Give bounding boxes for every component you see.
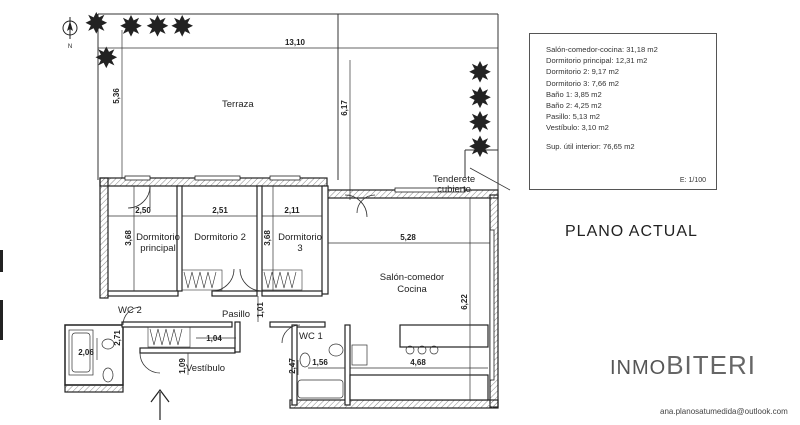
entrance-arrow-icon [150, 389, 170, 420]
brand-part-1: INMO [610, 357, 667, 379]
dim-2-51: 2,51 [212, 206, 228, 215]
dim-6-22: 6,22 [460, 294, 469, 310]
legend-item: Dormitorio 3: 7,66 m2 [546, 78, 620, 88]
bathroom-fixtures [68, 329, 439, 399]
legend-item: Vestíbulo: 3,10 m2 [546, 123, 609, 133]
legend-total: Sup. útil interior: 76,65 m2 [546, 141, 635, 151]
room-label-dormitorio-principal-2: principal [140, 243, 175, 254]
room-label-cubierto: cubierto [437, 184, 471, 195]
legend-item: Pasillo: 5,13 m2 [546, 112, 601, 122]
dim-1-01: 1,01 [256, 302, 265, 318]
brand-logo: INMOBITERI [610, 350, 756, 381]
room-label-wc1: WC 1 [299, 331, 323, 342]
room-label-dormitorio-3-1: Dormitorio [278, 232, 322, 243]
room-label-tenderete: Tenderete [433, 174, 475, 185]
room-label-vestibulo: Vestíbulo [186, 363, 225, 374]
plant-icons [85, 12, 491, 158]
legend-item: Dormitorio 2: 9,17 m2 [546, 67, 620, 77]
dim-1-09: 1,09 [178, 358, 187, 374]
room-label-dormitorio-principal-1: Dormitorio [136, 232, 180, 243]
room-label-wc2: WC 2 [118, 305, 142, 316]
room-label-cocina: Cocina [397, 284, 427, 295]
dim-2-71: 2,71 [113, 330, 122, 346]
dim-3-68-a: 3,68 [124, 230, 133, 246]
room-label-pasillo: Pasillo [222, 309, 250, 320]
legend-item: Baño 2: 4,25 m2 [546, 101, 602, 111]
dim-1-56: 1,56 [312, 358, 328, 367]
legend-scale: E: 1/100 [679, 177, 706, 184]
compass-icon [62, 17, 78, 39]
left-edge-strip-1 [0, 250, 3, 272]
room-label-dormitorio-2: Dormitorio 2 [194, 232, 246, 243]
dim-2-50: 2,50 [135, 206, 151, 215]
room-label-dormitorio-3-2: 3 [297, 243, 302, 254]
dim-13-10: 13,10 [285, 38, 306, 47]
dim-5-28: 5,28 [400, 233, 416, 242]
contact-email: ana.planosatumedida@outlook.com [660, 407, 788, 416]
left-edge-strip-2 [0, 300, 3, 340]
dim-1-04: 1,04 [206, 334, 222, 343]
terrace-outline [97, 13, 511, 195]
dim-4-68: 4,68 [410, 358, 426, 367]
apartment-walls [64, 177, 499, 409]
dim-2-11: 2,11 [284, 206, 300, 215]
room-label-terraza: Terraza [222, 99, 254, 110]
plan-title: PLANO ACTUAL [565, 223, 698, 240]
legend-item: Salón-comedor-cocina: 31,18 m2 [546, 45, 658, 54]
dim-2-06: 2,06 [78, 348, 94, 357]
room-label-salon: Salón-comedor [380, 272, 444, 283]
area-legend: Salón-comedor-cocina: 31,18 m2 Dormitori… [529, 33, 717, 190]
door-swings [122, 185, 376, 374]
dim-3-68-b: 3,68 [263, 230, 272, 246]
interior-dimension-lines [96, 186, 490, 400]
legend-item: Baño 1: 3,85 m2 [546, 89, 602, 99]
terrace-dimension-lines [98, 30, 498, 200]
brand-part-2: BITERI [666, 350, 757, 380]
windows [124, 175, 495, 381]
dim-5-36: 5,36 [112, 88, 121, 104]
dim-6-17: 6,17 [340, 100, 349, 116]
legend-item: Dormitorio principal: 12,31 m2 [546, 56, 648, 66]
compass-label: N [68, 44, 72, 50]
dim-2-47: 2,47 [288, 358, 297, 374]
wardrobes [147, 269, 303, 348]
